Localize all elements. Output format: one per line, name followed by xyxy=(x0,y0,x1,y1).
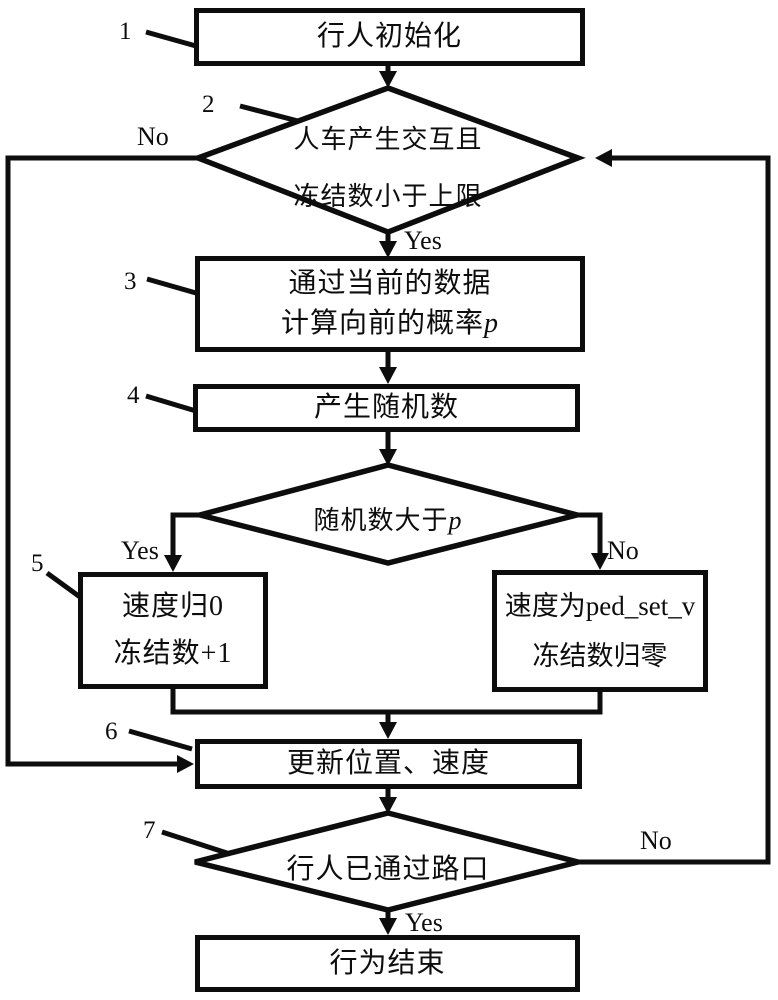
decision-interaction-line2: 冻结数小于上限 xyxy=(293,182,483,211)
arrowhead-down-box5-left xyxy=(164,555,182,572)
decision-diamond-random xyxy=(189,462,588,566)
node-update-position-speed-label: 更新位置、速度 xyxy=(286,748,490,779)
arrowhead-down-box3 xyxy=(379,241,397,258)
decision-diamond-crossed xyxy=(194,810,579,913)
node-compute-probability-line2: 计算向前的概率p xyxy=(281,304,499,344)
arrowhead-right-box6-loop xyxy=(177,755,194,773)
node-speed-set-line2: 冻结数归零 xyxy=(532,641,668,671)
arrowhead-down-box6 xyxy=(379,722,397,739)
step-number-4: 4 xyxy=(127,382,140,409)
node-compute-probability-line1: 通过当前的数据 xyxy=(288,268,492,299)
decision-crossed-label: 行人已通过路口 xyxy=(286,854,490,885)
pointer-line-3 xyxy=(146,276,197,296)
node-generate-random-label: 产生随机数 xyxy=(313,392,459,423)
node-compute-probability-line2-text: 计算向前的概率 xyxy=(280,308,484,339)
step-number-5: 5 xyxy=(31,550,44,577)
node-behavior-end-label: 行为结束 xyxy=(329,947,446,979)
arrowhead-down-box8 xyxy=(379,918,397,935)
node-speed-zero: 速度归0 冻结数+1 xyxy=(78,572,268,689)
edge-label-no-top: No xyxy=(137,122,169,151)
step-number-6: 6 xyxy=(105,718,118,745)
decision-random-variable: p xyxy=(448,506,463,535)
node-behavior-end: 行为结束 xyxy=(195,935,580,992)
node-pedestrian-init: 行人初始化 xyxy=(194,8,585,66)
edge-diamond2-no-loop xyxy=(5,155,198,767)
arrowhead-down-diamond2 xyxy=(379,71,397,88)
edge-label-yes-bottom: Yes xyxy=(405,908,443,937)
arrowhead-down-diamond7 xyxy=(379,797,397,814)
decision-random-text: 随机数大于 xyxy=(313,506,449,535)
pointer-line-6 xyxy=(128,728,193,752)
edge-label-yes-top: Yes xyxy=(404,226,442,255)
arrowhead-down-diamond5 xyxy=(379,449,397,466)
node-speed-set-line1: 速度为ped_set_v xyxy=(504,591,696,621)
node-update-position-speed: 更新位置、速度 xyxy=(195,739,582,789)
node-speed-zero-line2: 冻结数+1 xyxy=(113,638,233,669)
step-number-2: 2 xyxy=(202,91,215,118)
node-compute-probability: 通过当前的数据 计算向前的概率p xyxy=(195,256,585,352)
step-number-7: 7 xyxy=(143,817,156,844)
step-number-3: 3 xyxy=(124,268,137,295)
arrowhead-down-box5-right xyxy=(591,553,609,570)
node-generate-random: 产生随机数 xyxy=(193,384,580,432)
arrowhead-down-box4 xyxy=(379,367,397,384)
pointer-line-2 xyxy=(239,103,299,124)
pointer-line-5 xyxy=(45,570,82,600)
arrowhead-left-diamond2-loop xyxy=(595,149,612,167)
decision-diamond-interaction xyxy=(190,85,586,235)
node-speed-zero-line1: 速度归0 xyxy=(121,591,224,622)
edge-label-no-bottom: No xyxy=(640,826,672,855)
node-pedestrian-init-label: 行人初始化 xyxy=(316,21,462,52)
edge-diamond7-no-loop xyxy=(578,155,771,865)
pointer-line-4 xyxy=(145,393,197,414)
node-speed-set: 速度为ped_set_v 冻结数归零 xyxy=(492,570,708,692)
edge-label-yes-mid: Yes xyxy=(121,536,159,565)
probability-variable: p xyxy=(484,308,499,339)
pointer-line-7 xyxy=(161,829,231,857)
edge-label-no-mid: No xyxy=(607,536,639,565)
decision-random-label: 随机数大于p xyxy=(188,500,588,537)
step-number-1: 1 xyxy=(119,18,132,45)
pointer-line-1 xyxy=(145,29,197,49)
decision-interaction-line1: 人车产生交互且 xyxy=(293,125,483,154)
